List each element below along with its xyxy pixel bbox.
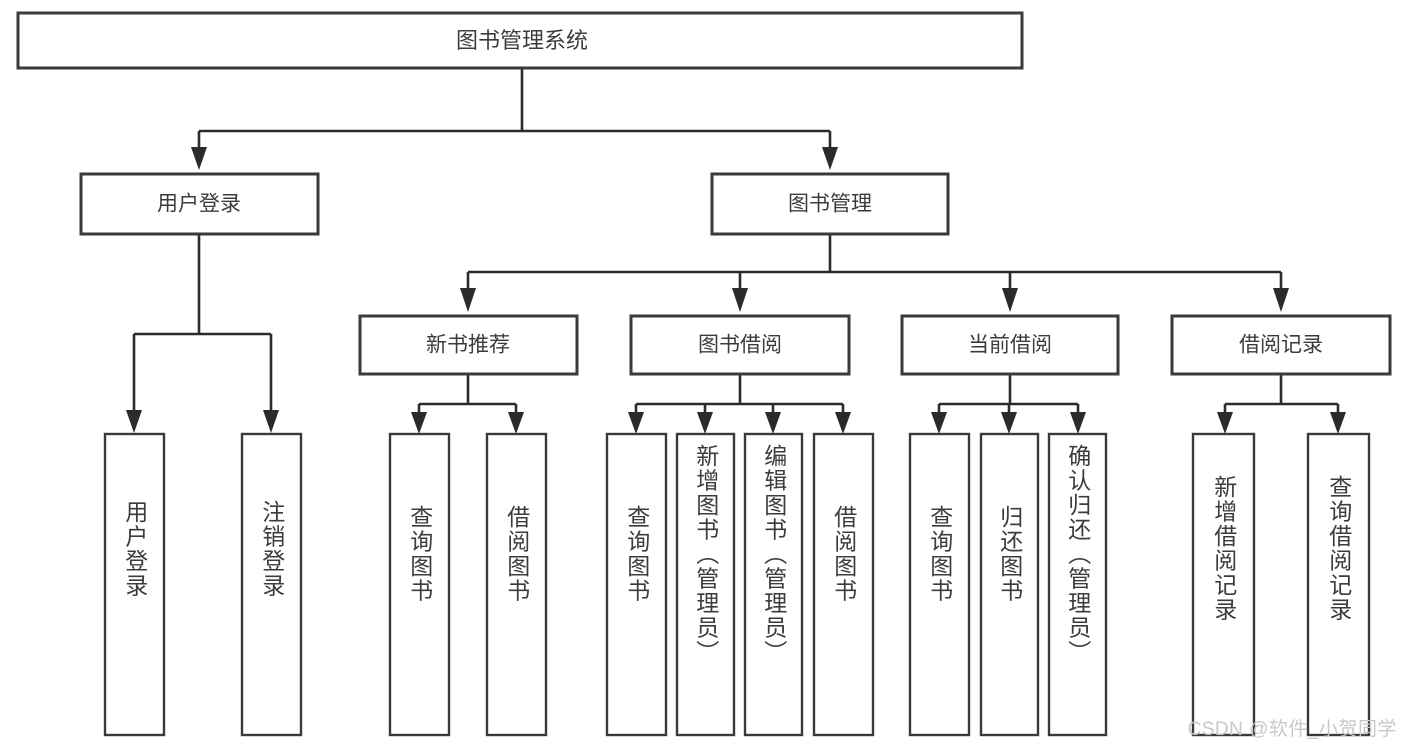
leaf-box-book-borrow-2[interactable] <box>743 432 804 737</box>
leaf-box-new-book-0[interactable] <box>388 432 451 737</box>
leaf-box-user-login-1[interactable] <box>240 432 303 737</box>
leaf-box-book-borrow-3[interactable] <box>812 432 875 737</box>
arrow-head-user-login-leaf-1 <box>263 410 279 433</box>
leaf-box-book-borrow-1[interactable] <box>675 432 736 737</box>
node-borrow-record-box[interactable] <box>1170 314 1392 376</box>
node-user-login-label: 用户登录 <box>157 193 241 216</box>
node-new-book-recommend-label: 新书推荐 <box>426 334 510 357</box>
connector-group-book-manage <box>460 234 1289 312</box>
node-root-box[interactable] <box>16 11 1024 70</box>
arrow-head-user-login <box>191 147 207 170</box>
node-borrow-record-label: 借阅记录 <box>1239 334 1323 357</box>
arrow-head-book-manage <box>822 147 838 170</box>
node-borrow-record[interactable]: 借阅记录 <box>1170 314 1392 376</box>
node-book-manage-box[interactable] <box>710 172 950 236</box>
leaf-box-book-borrow-0[interactable] <box>605 432 668 737</box>
arrow-head-borrow-record-leaf-0 <box>1217 412 1233 434</box>
connector-group-new-book <box>411 374 524 434</box>
arrow-head-book-borrow-leaf-3 <box>835 412 851 434</box>
leaf-box-user-login-0[interactable] <box>103 432 166 737</box>
node-new-book-recommend[interactable]: 新书推荐 <box>358 314 579 376</box>
arrow-head-new-book-leaf-0 <box>411 412 427 434</box>
leaf-box-new-book-1[interactable] <box>485 432 548 737</box>
node-book-borrow-box[interactable] <box>629 314 851 376</box>
node-root[interactable]: 图书管理系统 <box>16 11 1024 70</box>
arrow-head-book-borrow <box>732 288 748 312</box>
connector-group-current-borrow <box>931 374 1086 434</box>
node-current-borrow[interactable]: 当前借阅 <box>900 314 1120 376</box>
leaf-box-current-borrow-1[interactable] <box>979 432 1040 737</box>
node-root-label: 图书管理系统 <box>456 28 588 53</box>
arrow-head-borrow-record-leaf-1 <box>1330 412 1346 434</box>
arrow-head-new-book <box>460 288 476 312</box>
connector-group-root <box>191 68 838 170</box>
node-book-borrow[interactable]: 图书借阅 <box>629 314 851 376</box>
leaf-box-borrow-record-0[interactable] <box>1191 432 1256 737</box>
leaf-box-current-borrow-2[interactable] <box>1047 432 1108 737</box>
leaf-box-borrow-record-1[interactable] <box>1306 432 1371 737</box>
node-current-borrow-label: 当前借阅 <box>968 334 1052 357</box>
connector-group-user-login <box>126 234 279 433</box>
arrow-head-book-borrow-leaf-0 <box>628 412 644 434</box>
arrow-head-book-borrow-leaf-1 <box>697 412 713 434</box>
arrow-head-user-login-leaf-0 <box>126 410 142 433</box>
arrow-head-new-book-leaf-1 <box>508 412 524 434</box>
node-book-borrow-label: 图书借阅 <box>698 334 782 357</box>
node-user-login[interactable]: 用户登录 <box>79 172 320 236</box>
connector-group-book-borrow <box>628 374 851 434</box>
node-new-book-recommend-box[interactable] <box>358 314 579 376</box>
connector-group-borrow-record <box>1217 374 1346 434</box>
leaf-box-current-borrow-0[interactable] <box>908 432 971 737</box>
watermark: CSDN @软件_小贺同学 <box>1187 719 1397 740</box>
arrow-head-borrow-record <box>1273 288 1289 312</box>
arrow-head-current-borrow-leaf-2 <box>1070 412 1086 434</box>
arrow-head-current-borrow-leaf-1 <box>1001 412 1017 434</box>
arrow-head-current-borrow-leaf-0 <box>931 412 947 434</box>
node-book-manage-label: 图书管理 <box>788 193 872 216</box>
arrow-head-book-borrow-leaf-2 <box>765 412 781 434</box>
node-current-borrow-box[interactable] <box>900 314 1120 376</box>
arrow-head-current-borrow <box>1002 288 1018 312</box>
node-user-login-box[interactable] <box>79 172 320 236</box>
node-book-manage[interactable]: 图书管理 <box>710 172 950 236</box>
